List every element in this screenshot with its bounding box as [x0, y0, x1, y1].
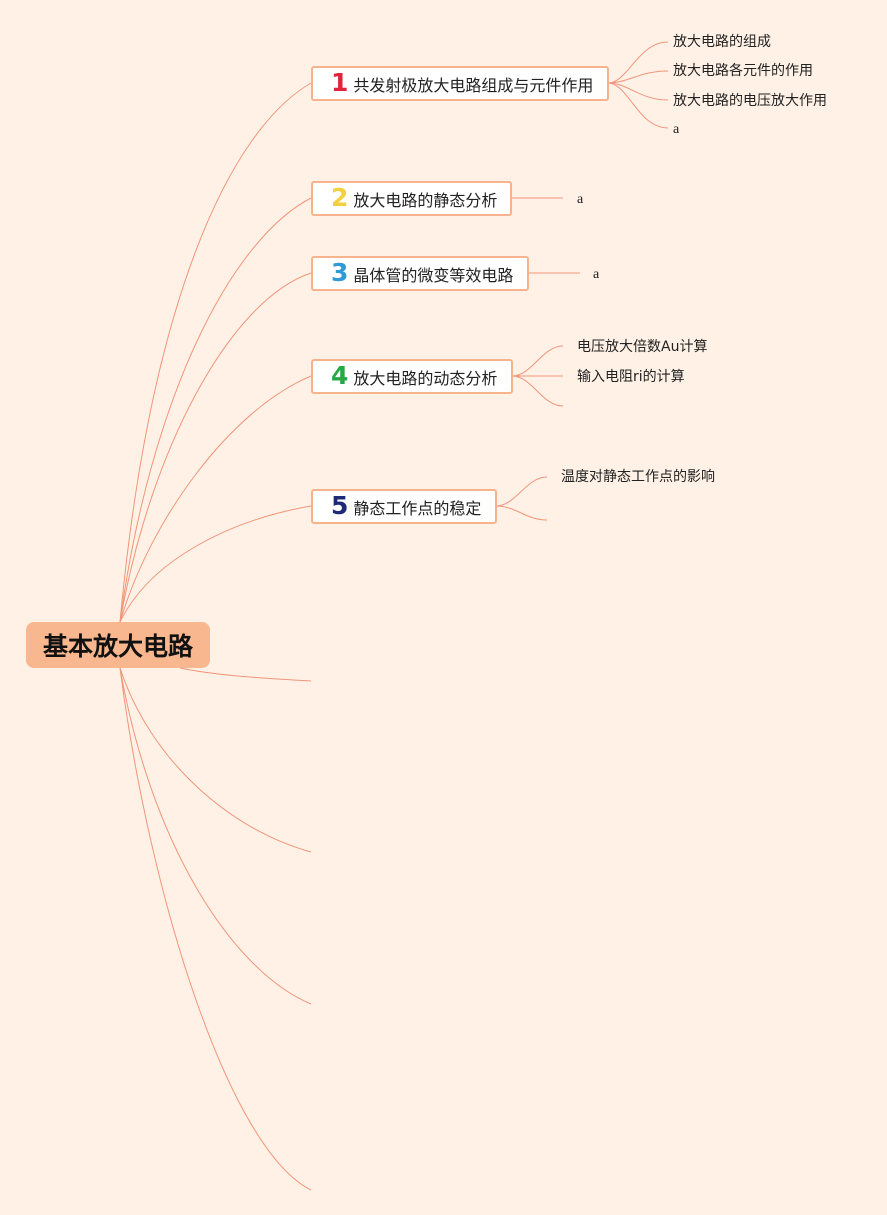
branch-node-3[interactable]: 3 晶体管的微变等效电路 — [311, 256, 529, 291]
b1-leaf-3[interactable]: 放大电路的电压放大作用 — [673, 93, 827, 109]
connector-b4-leaf-3 — [511, 375, 564, 407]
branch-label-2: 放大电路的静态分析 — [353, 190, 498, 210]
root-node[interactable]: 基本放大电路 — [26, 622, 210, 668]
connector-b1-leaf-2 — [607, 70, 669, 84]
connector-root-branch-5 — [119, 505, 312, 623]
connector-b1-leaf-4 — [607, 82, 669, 129]
branch-label-5: 静态工作点的稳定 — [353, 498, 482, 518]
branch-label-1: 共发射极放大电路组成与元件作用 — [353, 75, 594, 95]
b2-leaf-1[interactable]: a — [577, 192, 584, 207]
branch-number-2: 2 — [331, 183, 349, 212]
b1-leaf-4[interactable]: a — [673, 122, 680, 137]
connector-root-empty-7 — [119, 667, 312, 853]
branch-node-1[interactable]: 1 共发射极放大电路组成与元件作用 — [311, 66, 609, 101]
branch-label-3: 晶体管的微变等效电路 — [353, 265, 514, 285]
connector-b1-leaf-1 — [607, 41, 669, 84]
connector-root-branch-2 — [119, 197, 312, 623]
b1-leaf-2[interactable]: 放大电路各元件的作用 — [673, 63, 813, 79]
branch-node-5[interactable]: 5 静态工作点的稳定 — [311, 489, 497, 524]
connector-root-empty-8 — [119, 667, 312, 1005]
branch-number-5: 5 — [331, 491, 349, 520]
b4-leaf-2[interactable]: 输入电阻ri的计算 — [577, 369, 685, 385]
connector-root-branch-1 — [119, 82, 312, 623]
b3-leaf-1[interactable]: a — [593, 267, 600, 282]
root-label: 基本放大电路 — [42, 632, 193, 661]
branch-node-2[interactable]: 2 放大电路的静态分析 — [311, 181, 512, 216]
branch-number-3: 3 — [331, 258, 349, 287]
connector-b1-leaf-3 — [607, 82, 669, 101]
b5-leaf-1[interactable]: 温度对静态工作点的影响 — [561, 469, 715, 485]
connector-root-branch-4 — [119, 375, 312, 623]
connector-b4-leaf-1 — [511, 345, 564, 377]
connector-root-empty-9 — [119, 667, 312, 1191]
b4-leaf-1[interactable]: 电压放大倍数Au计算 — [577, 339, 708, 355]
branch-label-4: 放大电路的动态分析 — [353, 368, 498, 388]
b1-leaf-1[interactable]: 放大电路的组成 — [673, 34, 771, 50]
connector-root-branch-3 — [119, 272, 312, 623]
branch-number-1: 1 — [331, 68, 349, 97]
branch-node-4[interactable]: 4 放大电路的动态分析 — [311, 359, 513, 394]
branch-number-4: 4 — [331, 361, 349, 390]
connector-b5-leaf-1 — [495, 476, 548, 507]
connector-b5-leaf-2 — [495, 505, 548, 521]
connector-root-empty-6 — [179, 667, 312, 682]
